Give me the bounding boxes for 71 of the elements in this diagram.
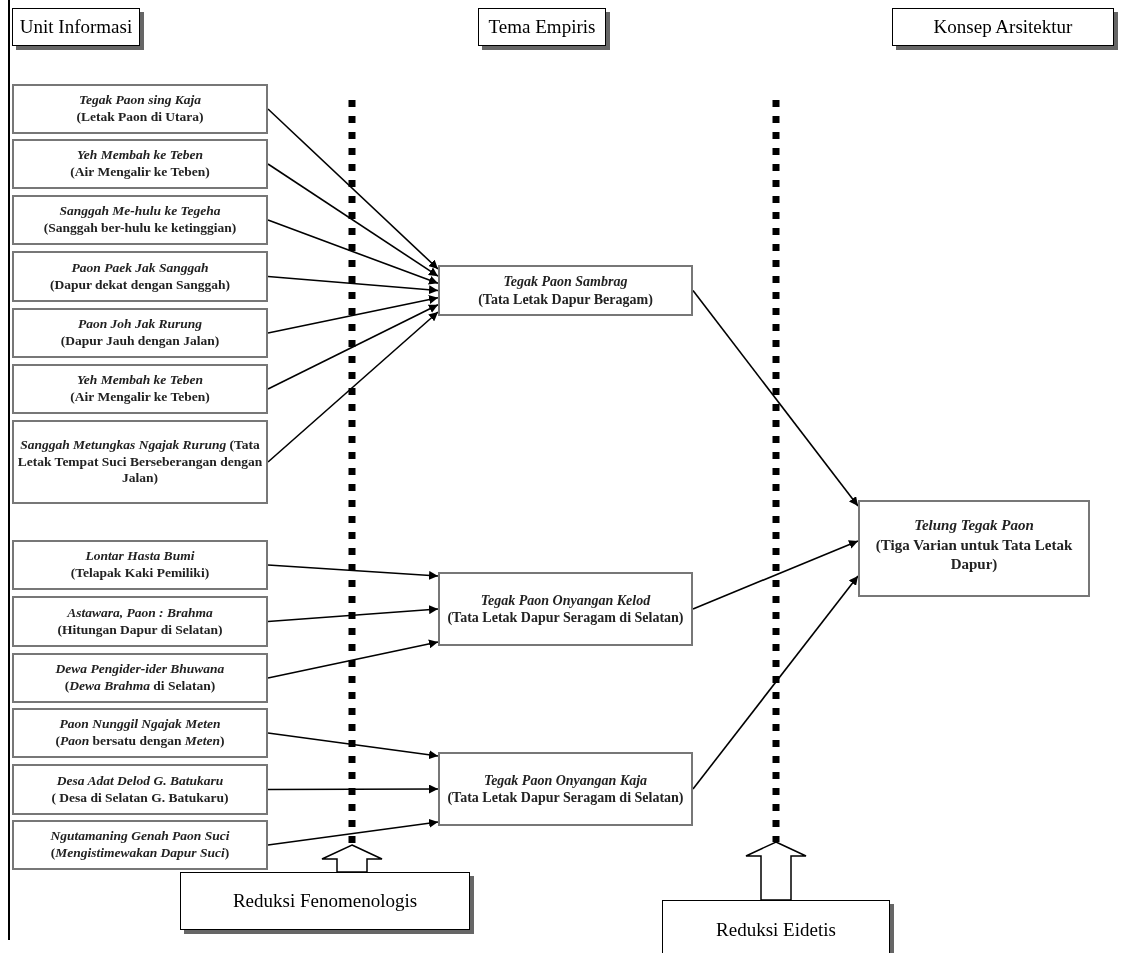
description-text: (Tata Letak Dapur Beragam): [477, 290, 654, 308]
concept-box: [12, 139, 268, 189]
arrow: [267, 163, 439, 277]
term-text: Desa Adat Delod G. Batukaru: [55, 772, 225, 790]
description-text: (Air Mengalir ke Teben): [69, 164, 211, 181]
arrow: [267, 564, 439, 580]
arrow: [267, 304, 439, 390]
arrow: [692, 575, 859, 790]
arrow: [267, 108, 439, 270]
description-text: (Letak Paon di Utara): [75, 109, 205, 126]
arrow: [267, 639, 439, 679]
concept-box: [12, 820, 268, 870]
description-text: (Mengistimewakan Dapur Suci): [49, 845, 231, 862]
concept-box: [438, 752, 693, 826]
column-heading: Tema Empiris: [487, 16, 597, 38]
column-heading: Reduksi Fenomenologis: [231, 890, 419, 912]
term-text: Tegak Paon Onyangan Kaja: [482, 771, 649, 789]
term-text: Lontar Hasta Bumi: [84, 548, 196, 565]
arrow: [267, 311, 439, 463]
term-text: Paon Paek Jak Sanggah: [70, 259, 210, 277]
arrow: [267, 605, 439, 623]
concept-box: [12, 708, 268, 758]
description-text: (Dewa Brahma di Selatan): [63, 678, 217, 695]
description-text: (Paon bersatu dengan Meten): [54, 733, 226, 750]
term-text: Tegak Paon Onyangan Kelod: [479, 591, 652, 609]
concept-box: [12, 251, 268, 302]
column-heading: Unit Informasi: [18, 16, 134, 38]
description-text: ( Desa di Selatan G. Batukaru): [50, 789, 230, 807]
arrow: [267, 732, 439, 760]
description-text: (Sanggah ber-hulu ke ketinggian): [42, 220, 238, 237]
concept-box: [12, 653, 268, 703]
description-text: (Telapak Kaki Pemiliki): [69, 565, 211, 582]
term-text: Yeh Membah ke Teben: [76, 372, 204, 389]
description-text: (Tiga Varian untuk Tata Letak Dapur): [874, 535, 1074, 574]
description-text: (Hitungan Dapur di Selatan): [56, 621, 224, 639]
term-text: Yeh Membah ke Teben: [76, 147, 204, 164]
description-text: Sanggah Metungkas Ngajak Rurung (Tata Letak Tempat Suci Berseberangan dengan Jalan): [16, 436, 264, 488]
concept-box: [12, 195, 268, 245]
term-text: Paon Nunggil Ngajak Meten: [58, 716, 222, 733]
concept-box: [12, 764, 268, 815]
term-text: Dewa Pengider-ider Bhuwana: [54, 661, 226, 678]
concept-box: [12, 540, 268, 590]
concept-box: [12, 596, 268, 647]
arrow: [267, 275, 439, 295]
term-text: Sanggah Me-hulu ke Tegeha: [58, 203, 222, 220]
arrow: [267, 784, 439, 794]
arrow: [267, 219, 439, 285]
description-text: (Dapur Jauh dengan Jalan): [59, 333, 221, 350]
concept-box: [438, 572, 693, 646]
term-text: Astawara, Paon : Brahma: [65, 604, 214, 622]
term-text: Tegak Paon Sambrag: [502, 273, 629, 291]
term-text: Tegak Paon sing Kaja: [77, 92, 203, 109]
term-text: Paon Joh Jak Rurung: [76, 316, 204, 333]
description-text: (Dapur dekat dengan Sanggah): [48, 276, 232, 294]
concept-box: [12, 84, 268, 134]
column-heading: Konsep Arsitektur: [932, 16, 1074, 38]
description-text: (Air Mengalir ke Teben): [69, 389, 211, 406]
column-heading: Reduksi Eidetis: [715, 919, 837, 941]
concept-box: [12, 420, 268, 504]
arrow: [267, 818, 439, 846]
description-text: (Tata Letak Dapur Seragam di Selatan): [446, 789, 685, 807]
description-text: (Tata Letak Dapur Seragam di Selatan): [446, 609, 685, 627]
arrow: [692, 289, 859, 507]
concept-box: [438, 265, 693, 316]
term-text: Ngutamaning Genah Paon Suci: [49, 828, 231, 845]
arrow: [267, 295, 439, 334]
concept-box: [12, 364, 268, 414]
concept-box: [12, 308, 268, 358]
concept-box: [858, 500, 1090, 597]
term-text: Telung Tegak Paon: [913, 516, 1035, 535]
arrow: [692, 540, 859, 610]
